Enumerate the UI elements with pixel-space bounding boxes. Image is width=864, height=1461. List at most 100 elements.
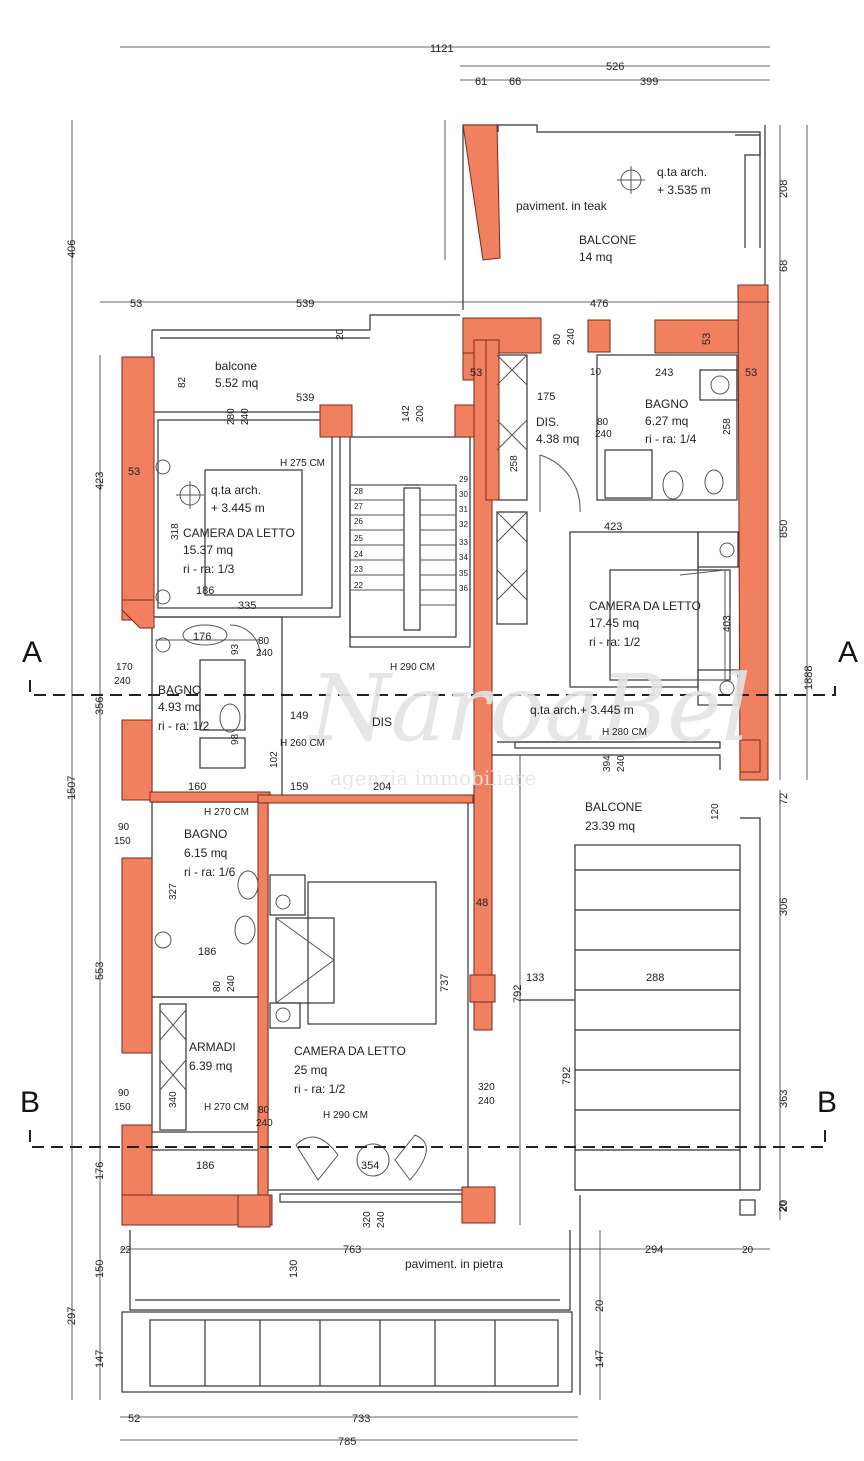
dim-539b: 539 <box>296 392 314 404</box>
dim-792b: 792 <box>561 1067 573 1085</box>
label-paviment-teak: paviment. in teak <box>516 199 608 213</box>
dim-258a: 258 <box>509 455 520 472</box>
dim-150b: 150 <box>114 1102 131 1113</box>
label-bagno3: BAGNO <box>184 827 227 841</box>
dim-90a: 90 <box>118 822 130 833</box>
watermark-logo: NaroaBel <box>308 655 751 762</box>
section-b-left: B <box>20 1086 40 1119</box>
dim-left-147: 147 <box>94 1350 106 1368</box>
label-bagno2-ratio: ri - ra: 1/2 <box>158 719 210 733</box>
label-bagno3-area: 6.15 mq <box>184 846 227 860</box>
label-camera2-height: H 280 CM <box>602 727 647 738</box>
dim-280: 280 <box>226 408 237 425</box>
label-qta-top: q.ta arch. <box>657 165 707 179</box>
dim-318: 318 <box>170 523 181 540</box>
dim-159: 159 <box>290 781 308 793</box>
dim-186c: 186 <box>196 1160 214 1172</box>
dim-204: 204 <box>373 781 391 793</box>
dim-476: 476 <box>590 298 608 310</box>
dim-394: 394 <box>602 755 613 772</box>
dim-right-20: 20 <box>778 1200 790 1212</box>
dim-22: 22 <box>120 1245 132 1256</box>
dim-53b: 53 <box>470 367 482 379</box>
furniture <box>154 166 735 1181</box>
label-balcone-top-area: 14 mq <box>579 250 612 264</box>
dim-left-1507: 1507 <box>66 776 78 800</box>
dim-327: 327 <box>168 883 179 900</box>
label-paviment-pietra: paviment. in pietra <box>405 1257 503 1271</box>
dim-403: 403 <box>722 615 733 632</box>
dim-left-553: 553 <box>94 962 106 980</box>
dim-763: 763 <box>343 1244 361 1256</box>
label-qta-top-value: + 3.535 m <box>657 183 711 197</box>
label-bagno2-area: 4.93 mq <box>158 700 201 714</box>
dim-175: 175 <box>537 391 555 403</box>
dim-53e: 53 <box>128 466 140 478</box>
dim-right-850: 850 <box>778 520 790 538</box>
dim-80c: 80 <box>258 636 270 647</box>
label-dis2: DIS <box>372 715 392 729</box>
label-qta-left-value: + 3.445 m <box>211 501 265 515</box>
dim-20c: 20 <box>778 1200 789 1212</box>
dim-48: 48 <box>476 897 488 909</box>
dim-354: 354 <box>361 1160 379 1172</box>
dim-240e: 240 <box>114 676 131 687</box>
dim-top-right: 526 <box>606 61 624 73</box>
step-35: 35 <box>459 569 468 578</box>
label-camera3-ratio: ri - ra: 1/2 <box>294 1082 346 1096</box>
dim-top-d1: 61 <box>475 76 487 88</box>
label-camera3-area: 25 mq <box>294 1063 327 1077</box>
dim-90b: 90 <box>118 1088 130 1099</box>
dim-bottom-52: 52 <box>128 1413 140 1425</box>
dim-bottom-785: 785 <box>338 1436 356 1448</box>
dim-10: 10 <box>590 367 602 378</box>
dim-53c: 53 <box>745 367 757 379</box>
dim-240f: 240 <box>616 755 627 772</box>
label-camera1-area: 15.37 mq <box>183 543 233 557</box>
outer-dimensions: 1121 526 61 66 399 406 423 356 1507 553 … <box>66 43 815 1448</box>
dim-93: 93 <box>230 643 241 655</box>
step-32: 32 <box>459 520 468 529</box>
label-camera3: CAMERA DA LETTO <box>294 1044 406 1058</box>
dim-539a: 539 <box>296 298 314 310</box>
section-lines <box>29 680 836 1148</box>
label-dis: DIS. <box>536 415 559 429</box>
label-armadi-height: H 270 CM <box>204 1102 249 1113</box>
section-b-right: B <box>817 1086 837 1119</box>
section-a-left: A <box>22 636 42 669</box>
dim-20b: 20 <box>742 1245 754 1256</box>
dim-right-1888: 1888 <box>803 666 815 690</box>
label-armadi-area: 6.39 mq <box>189 1059 232 1073</box>
dim-82: 82 <box>177 376 188 388</box>
structural-walls <box>121 124 769 1228</box>
label-stair-height: H 290 CM <box>390 662 435 673</box>
dim-130: 130 <box>288 1260 300 1278</box>
step-23: 23 <box>354 565 363 574</box>
label-bagno3-height: H 270 CM <box>204 807 249 818</box>
step-22: 22 <box>354 581 363 590</box>
dim-98: 98 <box>230 733 241 745</box>
step-28: 28 <box>354 487 363 496</box>
dim-left-297: 297 <box>66 1307 78 1325</box>
label-armadi: ARMADI <box>189 1040 236 1054</box>
dim-left-406: 406 <box>66 240 78 258</box>
step-25: 25 <box>354 534 363 543</box>
dim-170: 170 <box>116 662 133 673</box>
dim-320b: 320 <box>362 1211 373 1228</box>
label-bagno1-ratio: ri - ra: 1/4 <box>645 432 697 446</box>
watermark-tagline: agenzia immobiliare <box>330 766 536 790</box>
dim-240b: 240 <box>566 328 577 345</box>
dim-right-68: 68 <box>778 260 790 272</box>
dim-80d: 80 <box>212 980 223 992</box>
dim-left-356: 356 <box>94 697 106 715</box>
dim-right-306: 306 <box>778 898 790 916</box>
label-camera1-ratio: ri - ra: 1/3 <box>183 562 235 576</box>
dim-294: 294 <box>645 1244 663 1256</box>
label-balcone-small: balcone <box>215 359 257 373</box>
dim-53d: 53 <box>701 333 713 345</box>
step-30: 30 <box>459 490 468 499</box>
dim-160: 160 <box>188 781 206 793</box>
step-26: 26 <box>354 517 363 526</box>
step-27: 27 <box>354 502 363 511</box>
dim-102: 102 <box>269 751 280 768</box>
